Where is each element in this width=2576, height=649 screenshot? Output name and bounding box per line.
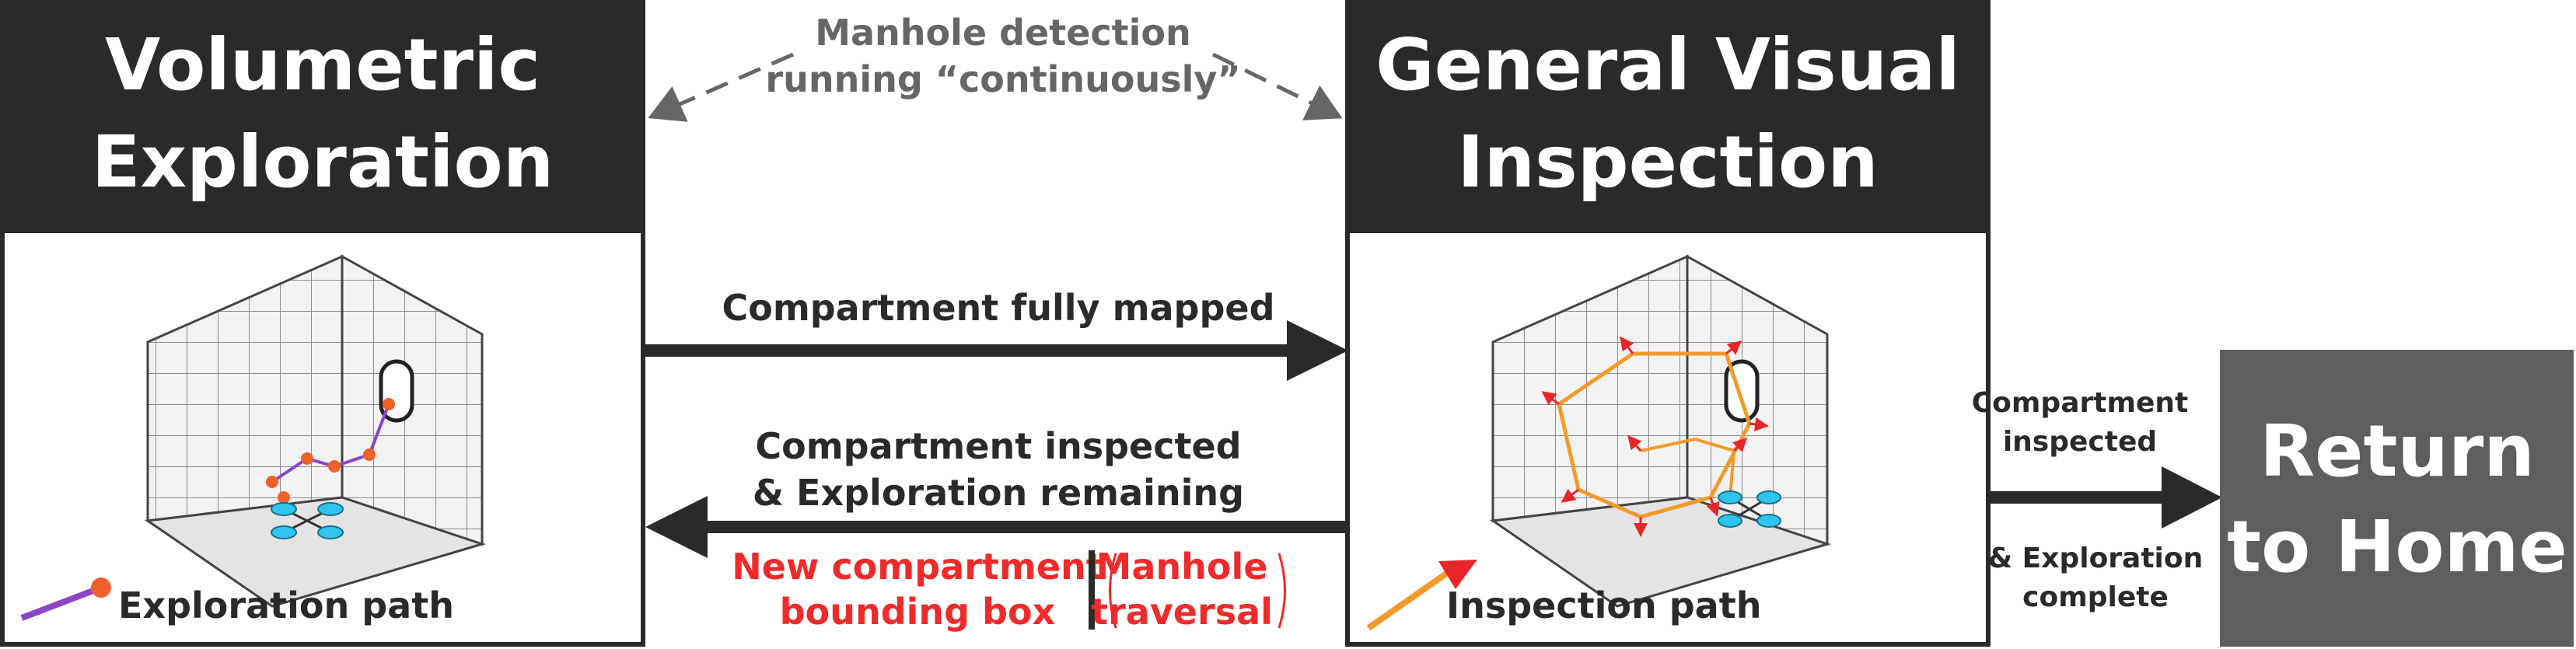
- state-volumetric-exploration: Volumetric Exploration: [0, 0, 645, 647]
- home-title-line1: Return: [2260, 410, 2535, 493]
- manhole-traversal-line2: traversal: [1091, 591, 1273, 633]
- inspection-drone-icon: [1718, 490, 1781, 528]
- inspection-header: [1347, 2, 1988, 233]
- state-general-visual-inspection: General Visual Inspection: [1345, 0, 1991, 647]
- inspection-path-inner: [1640, 437, 1736, 498]
- home-title-line2: to Home: [2227, 505, 2567, 588]
- fully-mapped-label: Compartment fully mapped: [722, 287, 1274, 329]
- back-label-line2: & Exploration remaining: [753, 472, 1244, 514]
- state-return-to-home: Return to Home: [2220, 350, 2574, 647]
- inspection-title-line1: General Visual: [1375, 23, 1960, 106]
- new-box-line1: New compartment: [732, 546, 1103, 588]
- exploration-legend-label: Exploration path: [118, 584, 454, 626]
- back-arrow-shaft: [704, 521, 1347, 533]
- transition-fully-mapped: Compartment fully mapped: [645, 287, 1348, 381]
- back-label-line1: Compartment inspected: [755, 425, 1241, 467]
- exploration-legend-node-icon: [91, 577, 111, 598]
- manhole-traversal-line1: Manhole: [1096, 546, 1268, 588]
- inspection-legend-line: [1366, 570, 1449, 631]
- inspection-legend-arrow-icon: [1438, 560, 1477, 589]
- dashed-arrow-left: [648, 52, 795, 122]
- dashed-arrow-right: [1211, 52, 1343, 120]
- back-arrowhead: [645, 496, 708, 558]
- fully-mapped-arrow-shaft: [645, 344, 1291, 357]
- compartment-illustration: [144, 254, 486, 608]
- home-top-line1: Compartment: [1972, 387, 2188, 419]
- new-box-line2: bounding box: [780, 591, 1056, 633]
- transition-exploration-remaining: Compartment inspected & Exploration rema…: [645, 425, 1347, 633]
- exploration-legend-line: [20, 586, 99, 621]
- home-bottom-line2: complete: [2022, 581, 2169, 613]
- exploration-path-nodes: [266, 398, 395, 504]
- manhole-detection-annotation: Manhole detection running “continuously”: [648, 12, 1343, 122]
- inspection-legend-label: Inspection path: [1446, 584, 1761, 626]
- inspection-title-line2: Inspection: [1457, 120, 1879, 204]
- drone-icon: [271, 502, 344, 539]
- exploration-title-line1: Volumetric: [105, 23, 540, 106]
- manhole-detection-line2: running “continuously”: [765, 58, 1240, 100]
- home-top-line2: inspected: [2003, 426, 2157, 458]
- separator-bar: [1089, 550, 1095, 630]
- right-paren: [1278, 553, 1286, 629]
- exploration-title-line2: Exploration: [92, 120, 554, 204]
- fully-mapped-arrowhead: [1287, 320, 1348, 381]
- inspection-compartment-illustration: [1489, 254, 1831, 608]
- home-arrow-shaft: [1991, 491, 2165, 504]
- inspection-view-arrows: [1541, 336, 1769, 537]
- transition-return-home: Compartment inspected & Exploration comp…: [1972, 387, 2222, 613]
- manhole-detection-line1: Manhole detection: [815, 12, 1191, 54]
- home-arrowhead: [2162, 466, 2222, 529]
- inspection-path-loop: [1557, 351, 1752, 519]
- left-paren: [1109, 553, 1117, 629]
- home-bottom-line1: & Exploration: [1988, 543, 2204, 574]
- exploration-header: [2, 2, 643, 233]
- home-box: [2220, 350, 2574, 647]
